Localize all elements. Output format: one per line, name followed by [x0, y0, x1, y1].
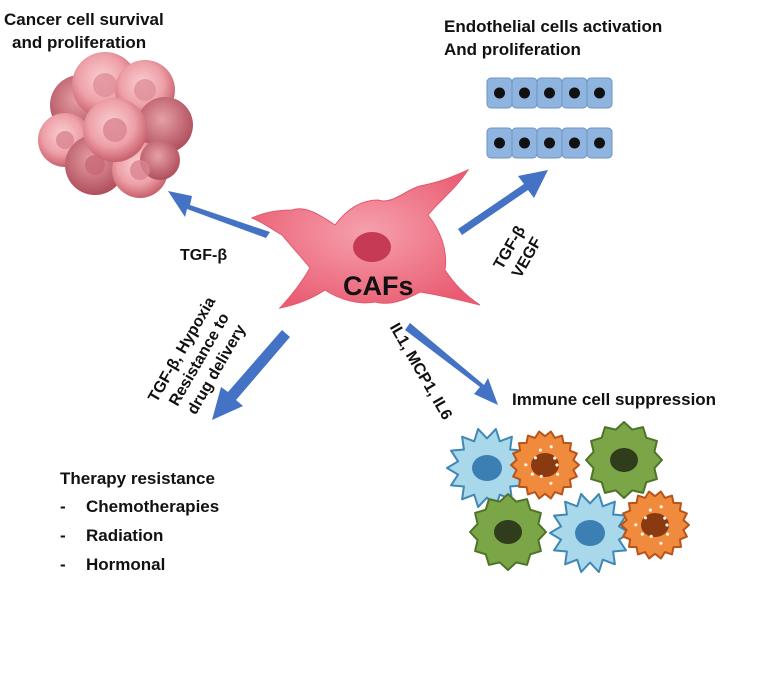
endothelial-cells [486, 77, 613, 159]
therapy-item: -Radiation [60, 526, 164, 545]
green-cell-nucleus [610, 448, 638, 472]
granule [663, 516, 667, 520]
endothelial-nucleus [494, 137, 505, 149]
caf-label: CAFs [343, 271, 414, 301]
granule [539, 474, 543, 478]
granule [643, 516, 648, 520]
orange-cell-nucleus [531, 453, 559, 477]
orange-cell-nucleus [641, 513, 669, 537]
endothelial-nucleus [544, 87, 555, 99]
endothelial-nucleus [594, 137, 605, 149]
green-cell-nucleus [494, 520, 522, 544]
caf-nucleus [353, 232, 391, 262]
arrow-to-therapy [212, 330, 290, 420]
immune-cells [446, 421, 690, 573]
granule [538, 448, 543, 452]
endothelial-nucleus [519, 87, 530, 99]
immune-title: Immune cell suppression [512, 390, 717, 409]
arrow-to-immune [405, 323, 498, 405]
endothelial-nucleus [494, 87, 505, 99]
granule [555, 463, 559, 467]
granule [648, 508, 653, 512]
cancer-signal: TGF-β [180, 247, 228, 264]
endothelial-nucleus [594, 87, 605, 99]
granule [659, 541, 663, 545]
granule [533, 456, 538, 460]
dendritic-nucleus [472, 455, 502, 481]
caf-cell: CAFs [250, 168, 481, 309]
granule [649, 534, 653, 539]
granule [530, 472, 534, 476]
endothelial-nucleus [544, 137, 555, 149]
therapy-list: -Chemotherapies -Radiation -Hormonal [60, 492, 219, 579]
therapy-title: Therapy resistance [60, 469, 215, 488]
endothelial-nucleus [569, 87, 580, 99]
arrow-to-cancer [168, 191, 270, 238]
arrow-to-endothelial [458, 170, 548, 235]
granule [665, 523, 669, 527]
dendritic-nucleus [575, 520, 605, 546]
granule [634, 523, 638, 527]
therapy-item: -Chemotherapies [60, 497, 220, 516]
therapy-item: -Hormonal [60, 555, 166, 574]
endothelial-nucleus [569, 137, 580, 149]
cancer-cell-cluster [38, 52, 193, 198]
granule [556, 472, 560, 476]
granule [666, 532, 670, 536]
granule [553, 456, 557, 460]
granule [549, 481, 553, 485]
granule [549, 445, 553, 449]
granule [659, 505, 663, 509]
endothelial-title: Endothelial cells activation And prolife… [444, 17, 663, 59]
granule [640, 532, 644, 536]
cancer-title: Cancer cell survival and proliferation [4, 10, 164, 52]
endothelial-nucleus [519, 137, 530, 149]
granule [524, 463, 528, 467]
